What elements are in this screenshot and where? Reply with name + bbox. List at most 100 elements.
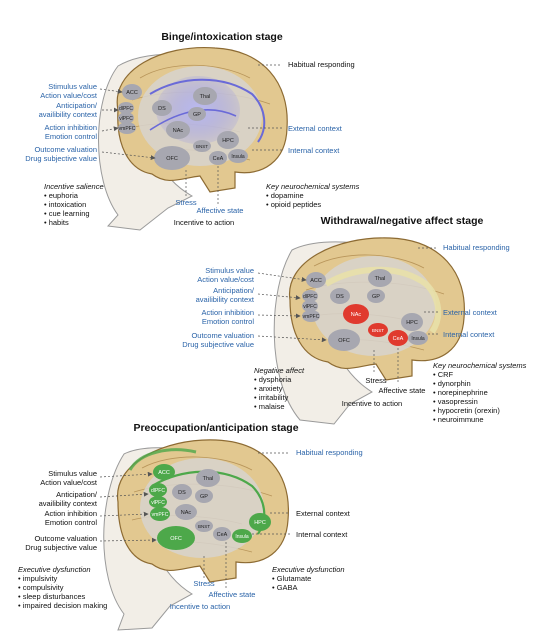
svg-text:• neuroimmune: • neuroimmune — [433, 415, 484, 424]
state-item: intoxication — [49, 200, 87, 209]
neuro-item: Glutamate — [277, 574, 312, 583]
internal-context-label: Internal context — [288, 146, 340, 155]
panel-title: Withdrawal/negative affect stage — [321, 215, 484, 227]
region-cea — [388, 330, 408, 346]
svg-text:• sleep disturbances: • sleep disturbances — [18, 592, 86, 601]
green-pathway — [128, 448, 197, 471]
region-thal — [196, 469, 220, 487]
neuro-item: GABA — [277, 583, 298, 592]
affective-state-label: Affective state — [197, 206, 244, 215]
state-heading: Incentive salience — [44, 182, 104, 191]
region-label: Thal — [375, 276, 386, 282]
region-cea — [209, 151, 227, 165]
region-label: CeA — [213, 156, 224, 162]
region-label: DS — [158, 106, 166, 112]
function-label: Anticipation/ — [213, 286, 255, 295]
region-ofc — [157, 526, 195, 550]
neuro-heading: Key neurochemical systems — [433, 361, 527, 370]
neuro-item: hypocretin (orexin) — [438, 406, 501, 415]
region-label: DS — [178, 490, 186, 496]
region-ds — [152, 100, 172, 116]
neurochemical-list: Executive dysfunction • Glutamate • GABA — [272, 565, 345, 592]
affective-state-label: Affective state — [209, 590, 256, 599]
region-label: NAc — [181, 510, 192, 516]
region-label: CeA — [393, 336, 404, 342]
region-label: vlPFC — [151, 500, 165, 506]
function-label: Stimulus value — [48, 469, 97, 478]
state-item: habits — [49, 218, 69, 227]
svg-text:• intoxication: • intoxication — [44, 200, 86, 209]
region-dlpfc — [118, 102, 134, 114]
svg-text:• hypocretin (orexin): • hypocretin (orexin) — [433, 406, 500, 415]
neuro-heading: Key neurochemical systems — [266, 182, 360, 191]
svg-text:• impulsivity: • impulsivity — [18, 574, 58, 583]
region-label: Insula — [231, 154, 245, 160]
svg-text:• cue learning: • cue learning — [44, 209, 90, 218]
region-insula — [228, 149, 248, 163]
incentive-label: Incentive to action — [170, 602, 230, 611]
svg-text:• dysphoria: • dysphoria — [254, 375, 292, 384]
function-label: Emotion control — [45, 132, 97, 141]
neurochemical-list: Key neurochemical systems • dopamine • o… — [266, 182, 360, 209]
function-label: Drug subjective value — [25, 154, 97, 163]
function-label: Drug subjective value — [25, 543, 97, 552]
region-acc — [153, 464, 175, 480]
internal-context-label: Internal context — [443, 330, 495, 339]
region-thal — [193, 87, 217, 105]
region-dlpfc — [302, 290, 318, 302]
region-label: OFC — [170, 536, 182, 542]
function-label: Stimulus value — [48, 82, 97, 91]
function-label: availibility context — [39, 110, 98, 119]
panel-withdrawal: Withdrawal/negative affect stage ACC dlP… — [182, 215, 527, 425]
region-label: ACC — [158, 470, 170, 476]
region-label: vlPFC — [119, 116, 133, 122]
function-label: Outcome valuation — [191, 331, 254, 340]
incentive-label: Incentive to action — [174, 218, 234, 227]
region-ofc — [154, 146, 190, 170]
panel-title: Preoccupation/anticipation stage — [133, 422, 298, 434]
panel-title: Binge/intoxication stage — [161, 31, 283, 43]
region-vlpfc — [149, 496, 167, 508]
region-label: DS — [336, 294, 344, 300]
region-vlpfc — [118, 112, 134, 124]
function-label: Outcome valuation — [34, 145, 97, 154]
region-label: dlPFC — [151, 488, 165, 494]
left-function-labels: Stimulus value Action value/cost Anticip… — [25, 82, 98, 163]
stress-label: Stress — [365, 376, 387, 385]
habitual-responding-label: Habitual responding — [288, 60, 355, 69]
habitual-responding-label: Habitual responding — [443, 243, 510, 252]
internal-context-label: Internal context — [296, 530, 348, 539]
region-bnst — [195, 520, 213, 532]
region-gp — [195, 489, 213, 503]
region-label: HPC — [406, 320, 418, 326]
neuro-item: norepinephrine — [438, 388, 488, 397]
neuro-item: CRF — [438, 370, 454, 379]
panel-binge: Binge/intoxication stage ACC dlPFC vlPFC… — [25, 31, 360, 231]
function-label: Stimulus value — [205, 266, 254, 275]
region-label: vlPFC — [303, 304, 317, 310]
region-label: CeA — [217, 532, 228, 538]
region-gp — [188, 107, 206, 121]
function-label: Anticipation/ — [56, 490, 98, 499]
region-nac — [166, 121, 190, 139]
function-label: Emotion control — [202, 317, 254, 326]
region-label: OFC — [166, 156, 178, 162]
state-item: cue learning — [49, 209, 90, 218]
left-function-labels: Stimulus value Action value/cost Anticip… — [25, 469, 98, 552]
region-label: BNST — [196, 144, 208, 149]
region-nac — [175, 504, 197, 520]
external-context-label: External context — [288, 124, 343, 133]
neurochemical-list: Key neurochemical systems • CRF • dynorp… — [433, 361, 527, 424]
svg-text:• CRF: • CRF — [433, 370, 454, 379]
leader-lines — [257, 247, 438, 382]
region-label: ACC — [126, 90, 138, 96]
region-label: vmPFC — [152, 512, 169, 518]
function-label: availibility context — [39, 499, 98, 508]
habitual-responding-label: Habitual responding — [296, 448, 363, 457]
region-dlpfc — [149, 483, 167, 497]
neuro-item: dynorphin — [438, 379, 471, 388]
stress-label: Stress — [175, 198, 197, 207]
region-insula — [232, 529, 252, 543]
stress-label: Stress — [193, 579, 215, 588]
